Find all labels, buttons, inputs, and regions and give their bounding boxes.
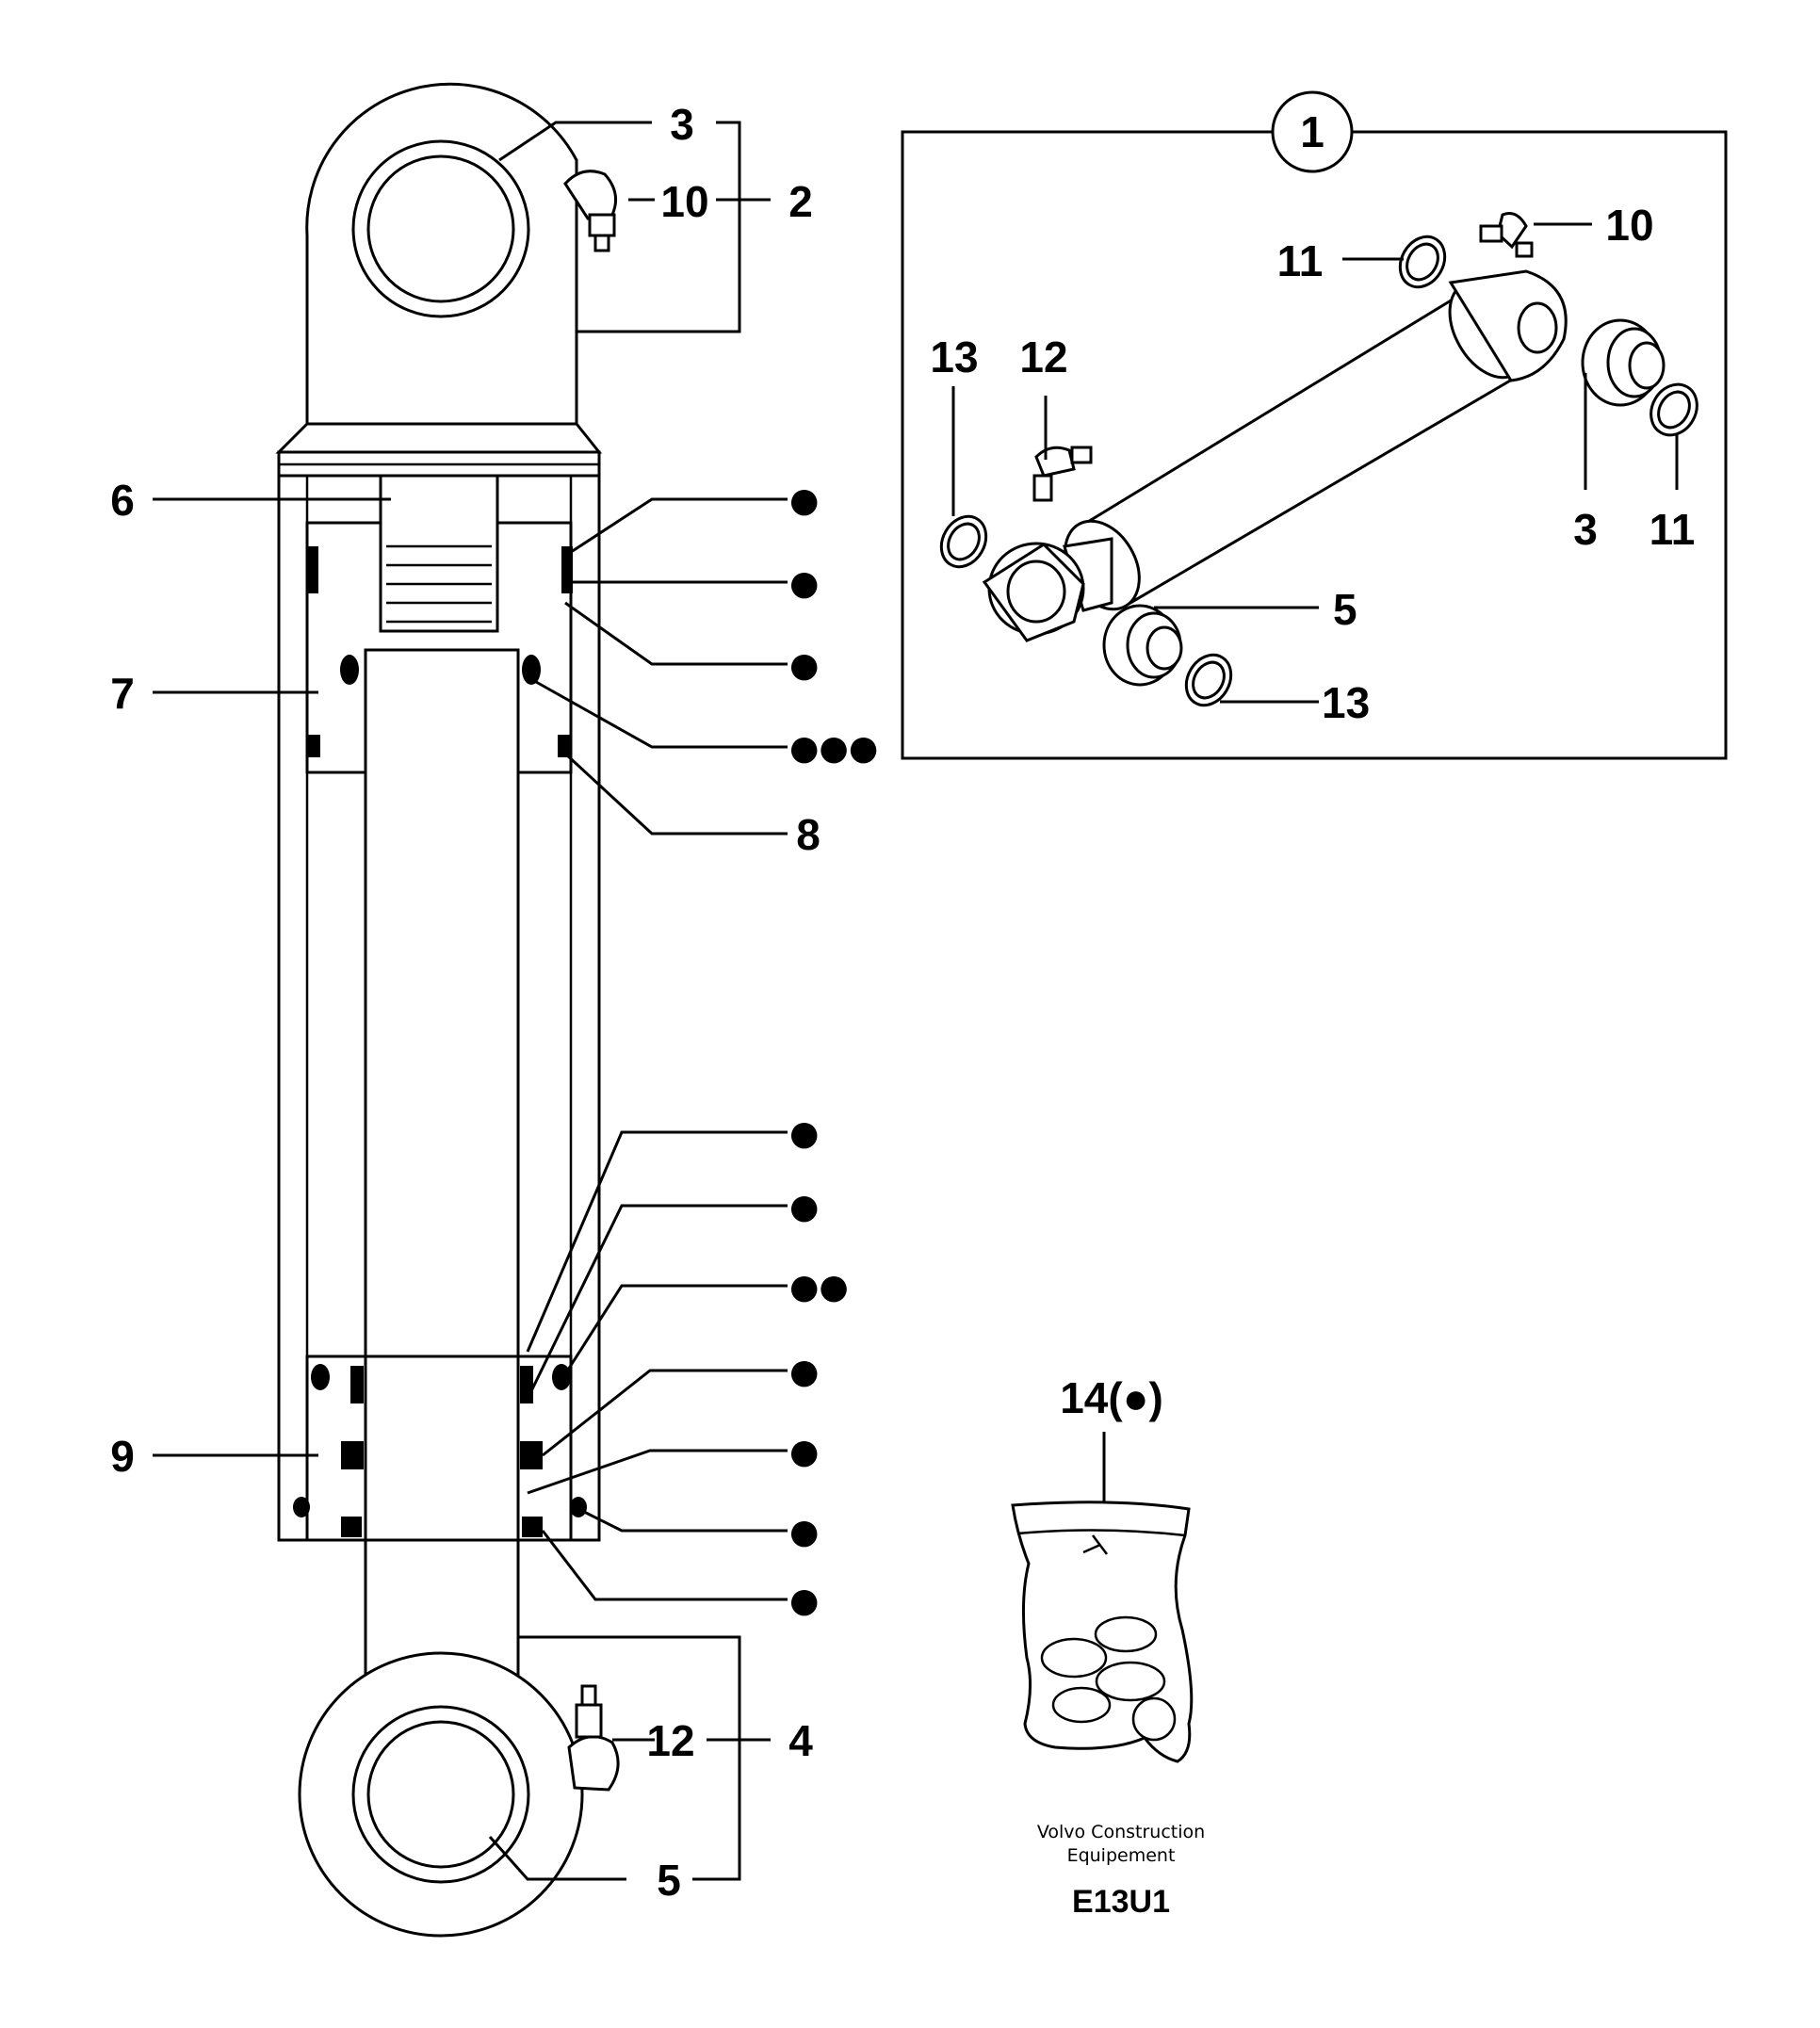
callout-2: 2: [788, 177, 813, 226]
inset-callout-11-top: 11: [1277, 236, 1324, 285]
callout-6: 6: [110, 476, 135, 525]
inset-callout-11-right: 11: [1649, 505, 1696, 554]
inset-callout-12: 12: [1019, 333, 1067, 381]
seal-marker: ●: [789, 1114, 819, 1153]
cylinder-section-drawing: [275, 82, 620, 1938]
leader-lines-main: [153, 121, 788, 1881]
seal-marker: ●: [789, 646, 819, 685]
inset-assembly-view: 1: [901, 90, 1728, 760]
bushing-5-drawing: [1102, 604, 1183, 687]
seal-markers: ● ● ● ●●● ● ● ●● ● ● ● ●: [789, 481, 878, 1620]
seal-marker-double: ●●: [789, 1268, 849, 1306]
inset-callout-10: 10: [1605, 201, 1653, 250]
inset-callout-5: 5: [1333, 585, 1357, 634]
seal-marker: ●: [789, 481, 819, 520]
leader-lines-inset: [951, 222, 1679, 704]
callout-9: 9: [110, 1432, 135, 1481]
callout-8: 8: [796, 810, 821, 859]
thread-lines: [386, 544, 492, 624]
seal-blocks: [293, 546, 587, 1537]
callout-1: 1: [1300, 107, 1324, 156]
seal-marker: ●: [789, 1433, 819, 1471]
seal-marker-triple: ●●●: [789, 729, 878, 768]
seal-marker: ●: [789, 1513, 819, 1551]
seal-kit-bag: 14(●): [1011, 1373, 1194, 1763]
inset-callout-3: 3: [1573, 505, 1598, 554]
bushing-3-drawing: [1581, 318, 1666, 407]
seal-marker: ●: [789, 1353, 819, 1391]
caption-line-2: Equipement: [1067, 1845, 1176, 1866]
seal-marker: ●: [789, 564, 819, 603]
publisher-caption: Volvo Construction Equipement E13U1: [1037, 1822, 1205, 1920]
callout-7: 7: [110, 669, 135, 718]
caption-line-1: Volvo Construction: [1037, 1822, 1205, 1842]
callout-10-main: 10: [660, 177, 708, 226]
callout-12-main: 12: [646, 1716, 694, 1765]
seal-marker: ●: [789, 1582, 819, 1620]
grease-nipple-top-drawing: [563, 170, 618, 252]
grease-nipple-bottom-drawing: [567, 1684, 620, 1792]
figure-code: E13U1: [1072, 1884, 1170, 1920]
callout-4: 4: [788, 1716, 813, 1765]
inset-callout-13-left: 13: [930, 333, 978, 381]
inset-cylinder-drawing: [939, 212, 1698, 707]
kit-callout-14: 14(●): [1060, 1373, 1163, 1422]
inset-callout-13-bottom: 13: [1322, 678, 1370, 727]
seal-marker: ●: [789, 1188, 819, 1226]
callout-5-bottom: 5: [657, 1856, 681, 1905]
callout-3-top: 3: [670, 100, 694, 149]
